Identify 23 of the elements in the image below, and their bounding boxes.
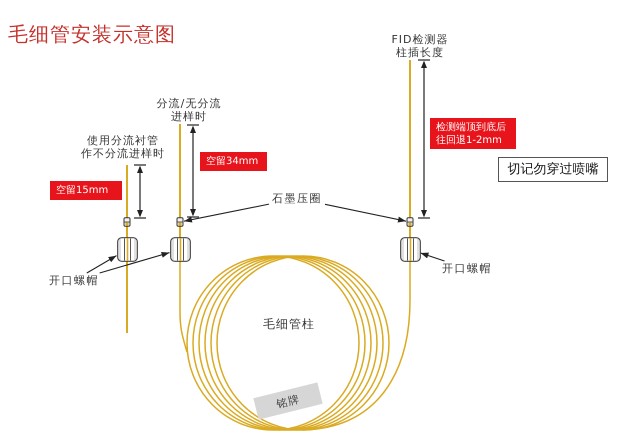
leader-line bbox=[184, 204, 270, 223]
callout-box: 空留34mm bbox=[200, 152, 267, 171]
part-label: 开口螺帽 bbox=[439, 261, 495, 276]
ferrule bbox=[176, 217, 184, 227]
leader-line bbox=[86, 255, 117, 274]
union-nut bbox=[116, 237, 138, 262]
dimension-heading: FID检测器柱插长度 bbox=[390, 33, 450, 59]
note-box: 切记勿穿过喷嘴 bbox=[498, 157, 608, 182]
leader-line bbox=[324, 204, 406, 222]
part-label: 开口螺帽 bbox=[46, 273, 102, 288]
callout-box: 检测端顶到底后往回退1-2mm bbox=[430, 118, 516, 149]
diagram-title: 毛细管安装示意图 bbox=[8, 21, 176, 47]
leader-line bbox=[420, 252, 445, 262]
part-label: 石墨压圈 bbox=[269, 191, 325, 206]
coil-label: 毛细管柱 bbox=[262, 317, 316, 332]
union-nut bbox=[170, 237, 190, 262]
ferrule bbox=[406, 217, 414, 227]
leader-line bbox=[100, 252, 170, 274]
union-nut bbox=[400, 237, 420, 262]
dimension-heading: 使用分流衬管作不分流进样时 bbox=[80, 134, 166, 160]
callout-box: 空留15mm bbox=[50, 181, 122, 200]
nameplate-tag: 铭牌 bbox=[253, 382, 323, 420]
dimension-heading: 分流/无分流进样时 bbox=[156, 97, 222, 123]
